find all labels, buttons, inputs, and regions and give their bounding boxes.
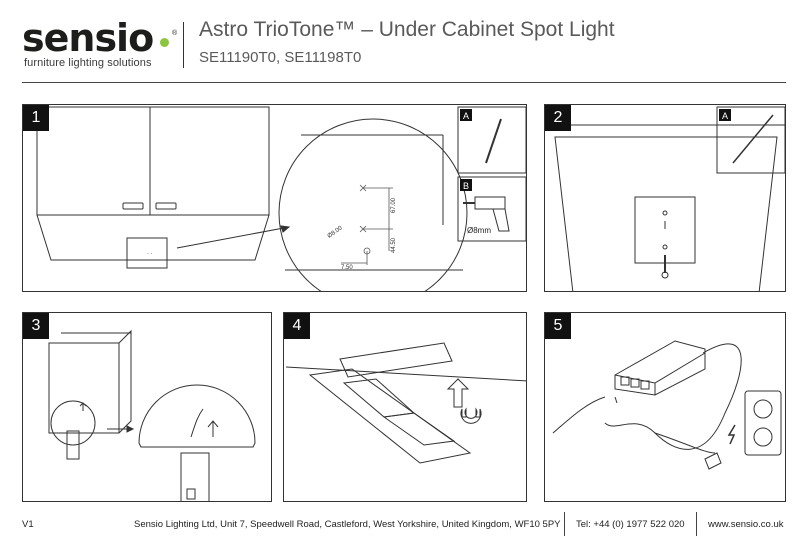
footer-divider bbox=[696, 512, 697, 536]
backplate bbox=[339, 342, 453, 378]
registered-mark: ® bbox=[172, 30, 178, 37]
inset-a-box bbox=[716, 106, 785, 174]
step-number: 4 bbox=[284, 313, 310, 339]
website-link[interactable]: www.sensio.co.uk bbox=[708, 519, 784, 530]
step-number: 3 bbox=[23, 313, 49, 339]
step-3-panel: 3 bbox=[22, 312, 272, 502]
step-4-panel: 4 bbox=[283, 312, 527, 502]
logo-wordmark: sensio bbox=[22, 16, 154, 60]
spotlight-small bbox=[66, 430, 80, 460]
detail-callout-box bbox=[126, 237, 168, 269]
header-divider bbox=[183, 22, 184, 68]
step-2-panel: 2 A bbox=[544, 104, 786, 292]
step-number: 1 bbox=[23, 105, 49, 131]
door-handle-right bbox=[155, 202, 177, 210]
cabinet-body bbox=[36, 106, 270, 216]
step-5-illustration bbox=[552, 340, 782, 470]
header-rule bbox=[22, 82, 786, 83]
dim-edge-offset: 7.50 bbox=[341, 265, 353, 271]
step-3-illustration bbox=[48, 329, 256, 501]
wall-socket bbox=[744, 390, 782, 456]
product-codes: SE11190T0, SE11198T0 bbox=[199, 49, 362, 66]
step-4-illustration bbox=[285, 342, 526, 464]
driver-box bbox=[614, 340, 706, 396]
detail-arc bbox=[138, 384, 256, 448]
brand-logo: sensio ® furniture lighting solutions bbox=[22, 16, 177, 72]
step-number: 2 bbox=[545, 105, 571, 131]
logo-green-dot bbox=[160, 38, 169, 47]
drill-size-label: Ø8mm bbox=[467, 226, 491, 235]
inset-a-box bbox=[457, 106, 526, 174]
page-title: Astro TrioTone™ – Under Cabinet Spot Lig… bbox=[199, 18, 615, 41]
door-handle-left bbox=[122, 202, 144, 210]
step-1-illustration: · · bbox=[36, 106, 526, 291]
inset-b-label: B bbox=[463, 181, 469, 191]
svg-text:· ·: · · bbox=[147, 251, 153, 257]
company-address: Sensio Lighting Ltd, Unit 7, Speedwell R… bbox=[134, 519, 561, 530]
inset-a-label: A bbox=[463, 111, 469, 121]
step-2-illustration: A bbox=[554, 106, 785, 291]
step-1-panel: 1 · · bbox=[22, 104, 527, 292]
telephone: Tel: +44 (0) 1977 522 020 bbox=[576, 519, 685, 530]
footer-divider bbox=[564, 512, 565, 536]
inset-b-box bbox=[457, 176, 526, 242]
zoom-detail-circle bbox=[278, 118, 468, 291]
step-5-panel: 5 bbox=[544, 312, 786, 502]
dim-lower-offset: 44.50 bbox=[391, 237, 397, 253]
dim-hole-diameter: Ø8.00 bbox=[327, 225, 344, 240]
mounting-plate bbox=[634, 196, 696, 264]
detail-circle-small bbox=[50, 400, 96, 446]
spotlight-housing bbox=[308, 368, 472, 464]
logo-tagline: furniture lighting solutions bbox=[24, 57, 152, 69]
light-cable bbox=[552, 396, 606, 434]
step-number: 5 bbox=[545, 313, 571, 339]
dim-vertical-spacing: 67.00 bbox=[391, 197, 397, 213]
version-label: V1 bbox=[22, 519, 34, 530]
inset-a-label: A bbox=[722, 111, 728, 121]
spotlight-large bbox=[180, 452, 210, 501]
power-cable bbox=[604, 343, 742, 450]
plug bbox=[704, 452, 722, 470]
